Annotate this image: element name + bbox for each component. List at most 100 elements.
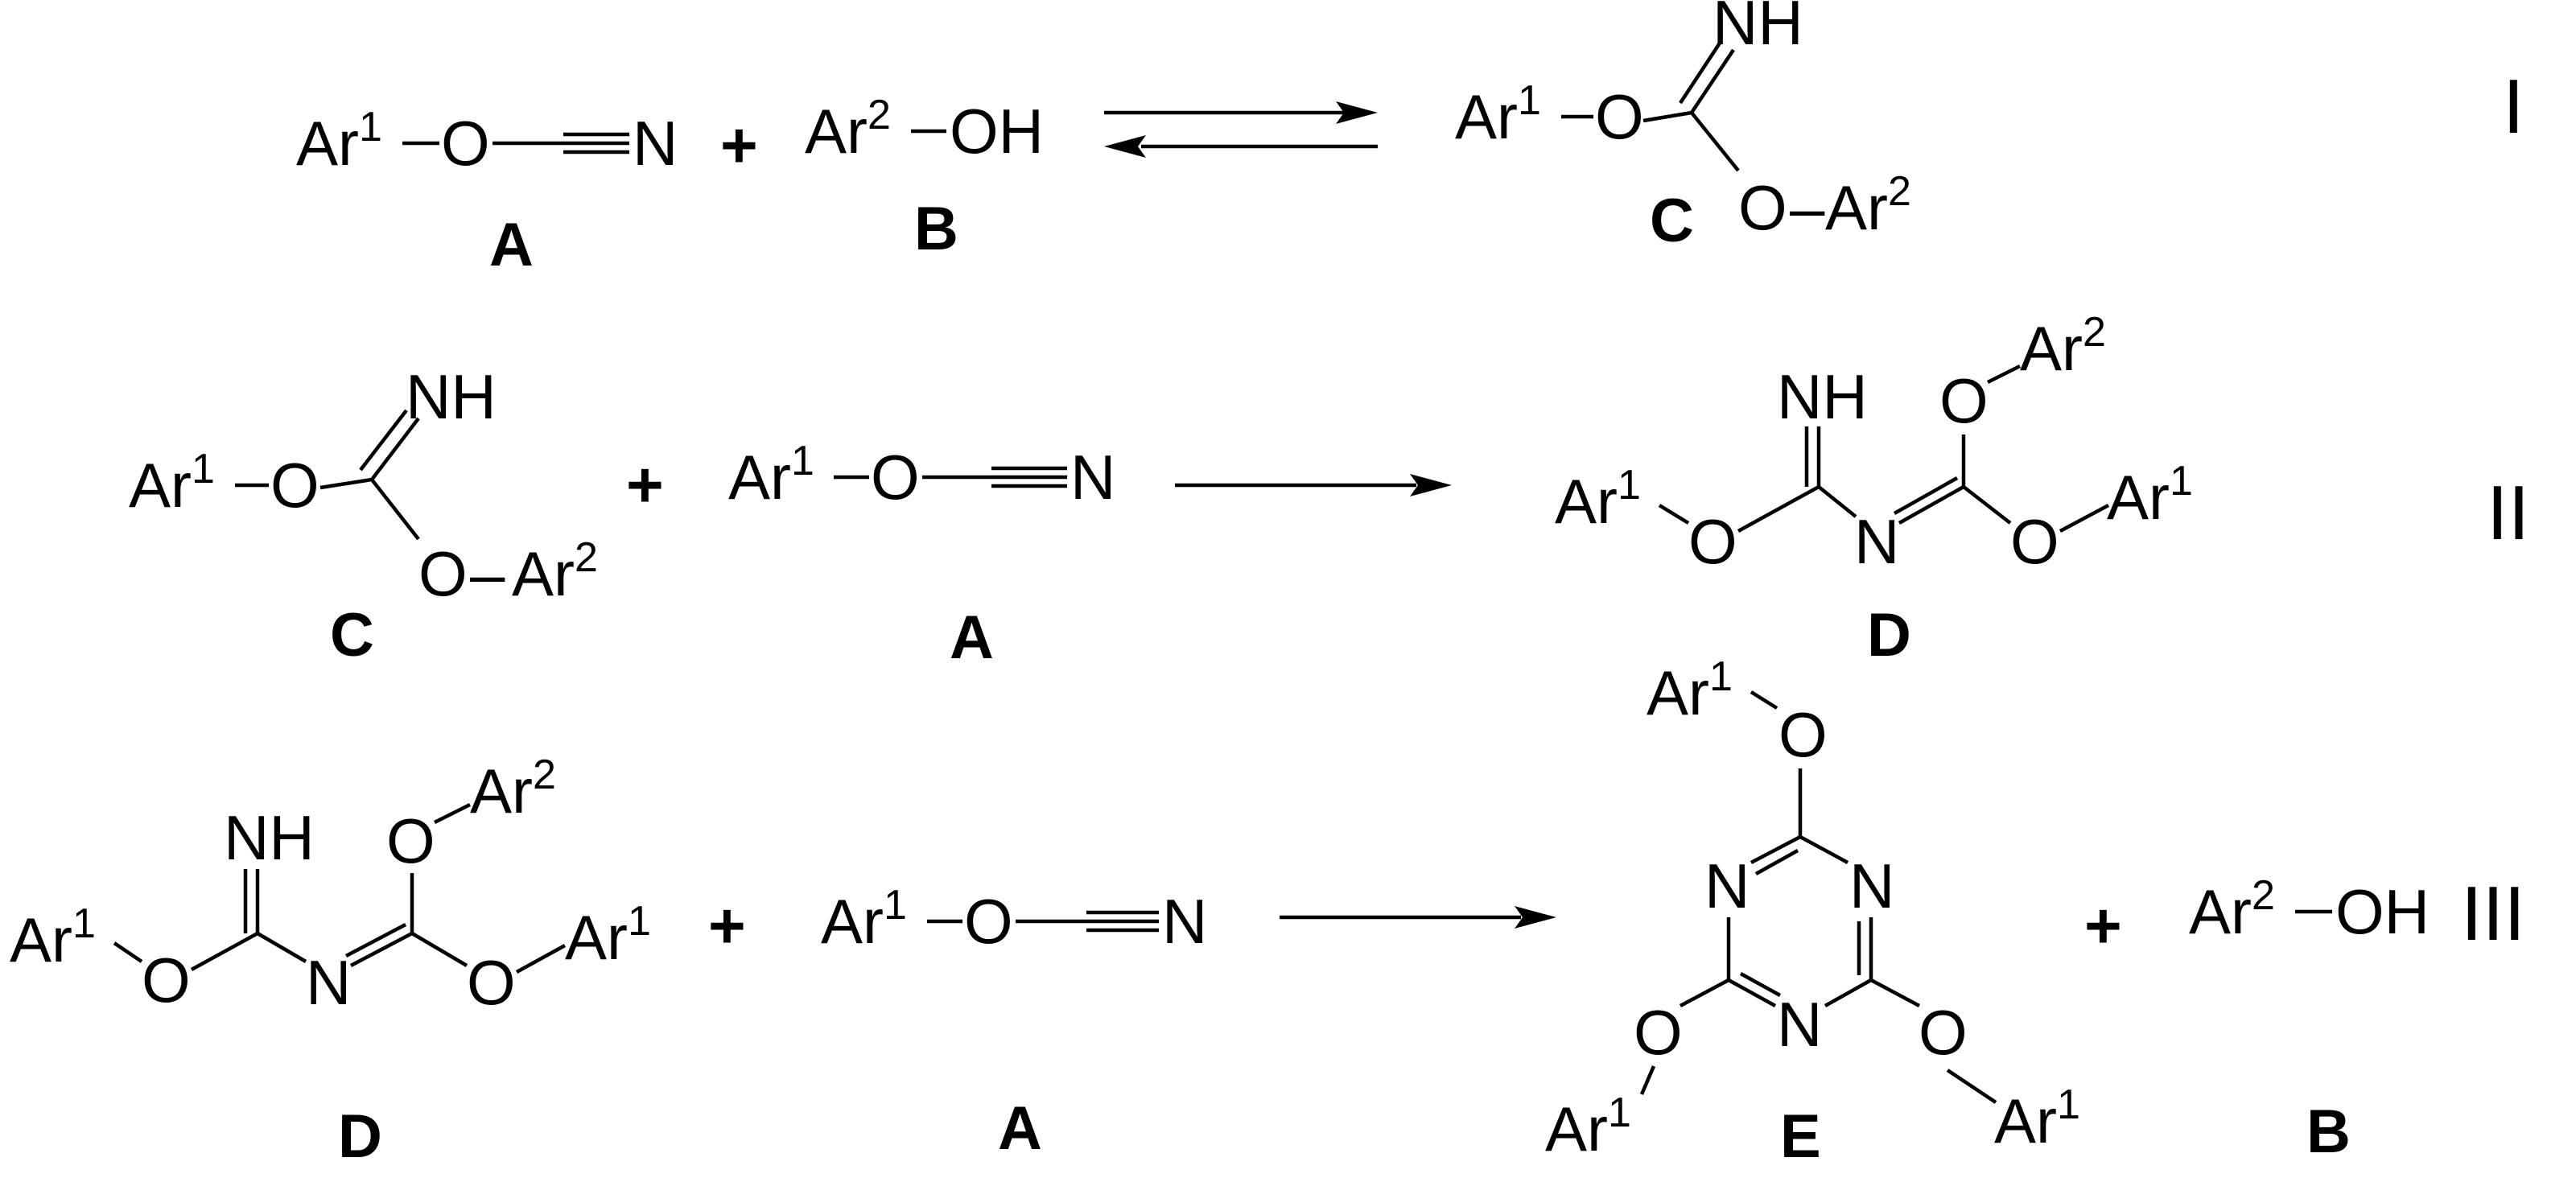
compound-label-A: A xyxy=(998,1094,1042,1163)
ar1-label: Ar1 xyxy=(1555,462,1641,537)
reaction-I: Ar1 O N A + Ar2 OH B Ar1 xyxy=(296,0,2524,279)
ar2-label: Ar2 xyxy=(2020,309,2106,384)
bond xyxy=(1962,485,2012,525)
nitrogen-label: N xyxy=(1070,442,1115,513)
dash: – xyxy=(470,538,505,609)
reaction-II: Ar1 O NH O – Ar2 C + Ar1 O N A xyxy=(129,309,2529,672)
double-bond xyxy=(359,409,408,472)
imine-label: NH xyxy=(224,802,315,873)
oxygen-label: O xyxy=(467,947,516,1018)
nitrogen-label: N xyxy=(633,108,678,179)
oxygen-label: O xyxy=(270,450,319,521)
bond xyxy=(1817,485,1857,518)
double-bond xyxy=(1898,485,1965,525)
reaction-number-III: III xyxy=(2461,871,2525,957)
bond xyxy=(190,932,259,971)
imine-label: NH xyxy=(1713,0,1803,58)
oxygen-label: O xyxy=(1778,699,1828,770)
hydroxyl-label: OH xyxy=(2335,876,2430,947)
ring-bond xyxy=(1727,978,1777,1007)
ar2-label: Ar2 xyxy=(512,534,598,609)
bond xyxy=(2059,504,2110,533)
ar1-label: Ar1 xyxy=(821,882,907,957)
double-bond xyxy=(1679,40,1722,105)
compound-C-row1: Ar1 O NH O – Ar2 C xyxy=(1455,0,1911,255)
oxygen-label: O xyxy=(441,108,490,179)
bond xyxy=(433,802,472,825)
plus-sign: + xyxy=(626,449,664,521)
dash: – xyxy=(1790,172,1825,243)
reaction-arrow xyxy=(1280,906,1556,929)
plus-sign: + xyxy=(708,890,746,962)
bond xyxy=(113,941,143,963)
oxygen-label: O xyxy=(418,538,468,609)
ar1-label: Ar1 xyxy=(1455,77,1541,152)
double-bond xyxy=(1893,476,1959,515)
ar1-label: Ar1 xyxy=(1545,1089,1631,1164)
compound-label-C: C xyxy=(1650,187,1694,255)
imine-label: NH xyxy=(1777,361,1868,432)
reaction-number-I: I xyxy=(2503,64,2524,150)
compound-label-D: D xyxy=(1867,601,1911,669)
reaction-III: Ar1 O NH N O Ar2 O Ar1 D + Ar1 O xyxy=(10,653,2525,1171)
double-bond xyxy=(1690,48,1735,114)
reaction-arrow xyxy=(1175,474,1452,496)
bond xyxy=(515,944,567,974)
oxygen-label: O xyxy=(1919,997,1968,1068)
nitrogen-label: N xyxy=(1704,851,1750,921)
compound-A-row3: Ar1 O N A xyxy=(821,882,1207,1163)
ar1-label: Ar1 xyxy=(2107,458,2193,533)
double-bond xyxy=(349,932,414,967)
bond xyxy=(1946,1069,1997,1104)
reaction-number-II: II xyxy=(2487,470,2529,556)
bond xyxy=(1986,364,2022,385)
ring-bond xyxy=(1824,978,1873,1007)
compound-label-E: E xyxy=(1780,1102,1821,1171)
ar1-label: Ar1 xyxy=(728,438,814,513)
ar1-label: Ar1 xyxy=(10,900,96,975)
compound-D-row2: Ar1 O NH N O Ar2 O Ar1 D xyxy=(1555,309,2193,669)
ar1-label: Ar1 xyxy=(1647,653,1733,728)
bond xyxy=(319,477,373,490)
oxygen-label: O xyxy=(964,886,1013,957)
ring-double-bond xyxy=(1754,849,1799,875)
nitrogen-label: N xyxy=(1849,851,1894,921)
hydroxyl-label: OH xyxy=(950,96,1044,167)
ring-bond xyxy=(1750,835,1802,864)
oxygen-label: O xyxy=(871,442,920,513)
compound-B-row3: Ar2 OH B xyxy=(2189,872,2430,1166)
equilibrium-arrow xyxy=(1104,101,1378,158)
ar2-label: Ar2 xyxy=(2189,872,2275,947)
oxygen-label: O xyxy=(1634,997,1683,1068)
ring-double-bond xyxy=(1739,972,1782,997)
nitrogen-label: N xyxy=(1777,989,1822,1060)
imine-label: NH xyxy=(406,361,497,432)
ring-bond xyxy=(1799,835,1849,864)
plus-sign: + xyxy=(2084,890,2122,962)
ar1-label: Ar1 xyxy=(1994,1081,2080,1156)
compound-label-A: A xyxy=(950,603,994,672)
bond xyxy=(410,932,468,967)
oxygen-label: O xyxy=(386,805,435,876)
bond xyxy=(1690,111,1740,172)
bond xyxy=(1750,690,1778,710)
ar1-label: Ar1 xyxy=(565,898,651,973)
bond xyxy=(256,932,307,963)
oxygen-label: O xyxy=(2010,506,2059,577)
plus-sign: + xyxy=(720,109,758,181)
ar1-label: Ar1 xyxy=(129,446,215,521)
compound-label-B: B xyxy=(2306,1098,2351,1166)
compound-label-D: D xyxy=(338,1102,382,1171)
nitrogen-label: N xyxy=(1162,886,1207,957)
bond xyxy=(1869,978,1921,1007)
oxygen-label: O xyxy=(1688,506,1737,577)
compound-A-row1: Ar1 O N A xyxy=(296,104,678,279)
nitrogen-label: N xyxy=(306,947,351,1018)
bond xyxy=(1679,978,1730,1007)
compound-label-C: C xyxy=(330,601,374,669)
double-bond xyxy=(370,417,420,481)
ar2-label: Ar2 xyxy=(470,752,556,826)
ar1-label: Ar1 xyxy=(296,104,382,179)
bond xyxy=(370,478,420,541)
